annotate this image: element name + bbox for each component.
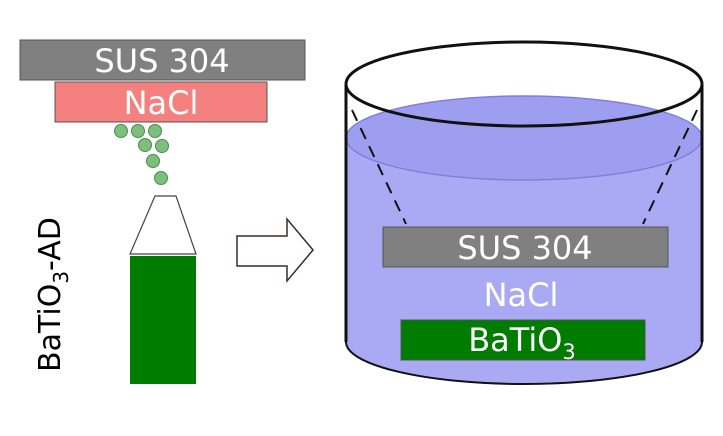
particle xyxy=(114,124,128,138)
sinking-path-left xyxy=(351,109,407,225)
particle xyxy=(138,138,152,152)
batio3-particles xyxy=(114,124,169,185)
particle xyxy=(131,124,145,138)
particle xyxy=(154,171,168,185)
batio3-film-label: BaTiO3 xyxy=(468,321,576,364)
particle xyxy=(146,154,160,168)
nozzle-tip xyxy=(129,195,197,255)
particle xyxy=(148,124,162,138)
water-bath: SUS 304 NaCl BaTiO3 xyxy=(344,40,704,385)
sus304-substrate-left xyxy=(19,39,306,81)
left-deposition-setup: SUS 304 NaCl BaTiO3-AD xyxy=(19,39,306,384)
nacl-dissolved-label: NaCl xyxy=(484,276,559,314)
container-bottom xyxy=(345,341,703,385)
process-arrow xyxy=(236,216,314,284)
particle xyxy=(155,139,169,153)
batio3-film xyxy=(400,319,646,361)
nacl-layer-left xyxy=(54,81,268,123)
nozzle-body xyxy=(130,256,196,384)
nacl-label-left: NaCl xyxy=(124,84,199,122)
water-surface xyxy=(345,95,703,181)
sus304-substrate-right xyxy=(382,226,669,268)
sus304-label-right: SUS 304 xyxy=(457,229,592,267)
sinking-path-right xyxy=(642,109,698,225)
sus304-label-left: SUS 304 xyxy=(94,42,229,80)
batio3-ad-label: BaTiO3-AD xyxy=(33,217,73,372)
